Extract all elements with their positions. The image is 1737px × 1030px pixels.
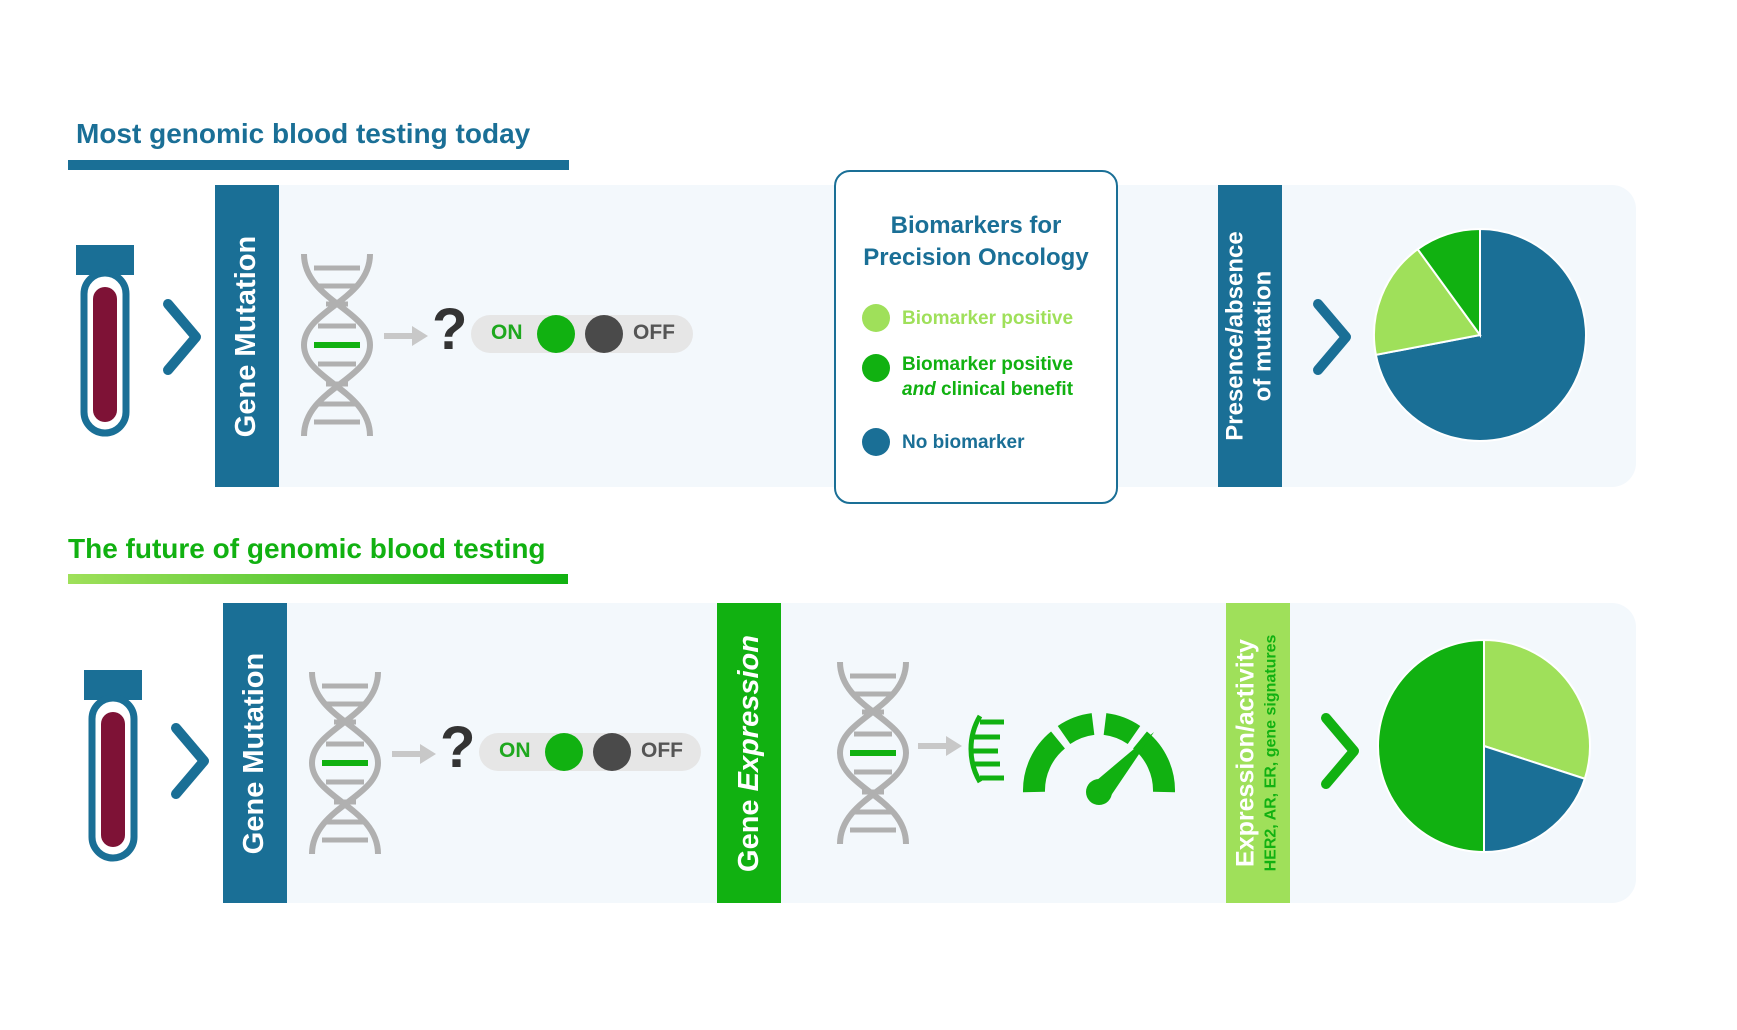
toggle-on-label: ON xyxy=(491,321,523,344)
chevron-right-icon xyxy=(1321,713,1359,789)
chevron-right-icon xyxy=(163,299,201,375)
pie-slice-0 xyxy=(1483,638,1591,781)
blood-tube-icon xyxy=(76,245,134,437)
pie-slice-1 xyxy=(1416,227,1481,339)
bottom-result-label: Expression/activity HER2, AR, ER, gene s… xyxy=(1226,603,1290,903)
bottom-pie-chart xyxy=(1377,638,1591,854)
bottom-result-line1: Expression/activity xyxy=(1231,639,1260,867)
speedometer-icon xyxy=(1023,713,1175,805)
legend-text-line2: and clinical benefit xyxy=(902,377,1073,402)
top-result-line2: of mutation xyxy=(1250,270,1278,402)
top-heading-underline xyxy=(68,160,569,170)
bottom-result-line2: HER2, AR, ER, gene signatures xyxy=(1262,634,1280,872)
top-result-text: Presence/absence of mutation xyxy=(1222,231,1278,440)
dna-icon xyxy=(308,671,382,855)
legend-dot-blue xyxy=(862,428,890,456)
pie-slice-1 xyxy=(1377,638,1485,854)
toggle-on-label: ON xyxy=(499,739,531,762)
arrow-right-icon xyxy=(392,744,436,764)
toggle-on-dot xyxy=(537,315,575,353)
top-gene-mutation-label: Gene Mutation xyxy=(215,185,279,487)
toggle-off-label: OFF xyxy=(633,321,675,344)
top-result-line1: Presence/absence xyxy=(1222,231,1250,441)
legend-text-italic: and xyxy=(902,379,936,400)
chevron-right-icon xyxy=(1313,299,1351,375)
top-gene-mutation-text: Gene Mutation xyxy=(230,235,263,437)
rna-icon xyxy=(968,714,1004,784)
legend-text: No biomarker xyxy=(902,432,1025,453)
legend-dot-light-green xyxy=(862,304,890,332)
arrow-right-icon xyxy=(918,736,962,756)
blood-tube-icon xyxy=(84,670,142,862)
legend-text-line1: Biomarker positive xyxy=(902,354,1074,375)
top-on-off-toggle: ON OFF xyxy=(471,315,693,353)
legend-dot-green xyxy=(862,354,890,382)
gene-expression-plain: Gene xyxy=(732,790,765,872)
gene-expression-label: Gene Expression xyxy=(717,603,781,903)
toggle-off-label: OFF xyxy=(641,739,683,762)
gene-expression-italic: Expression xyxy=(732,634,765,791)
bottom-gene-mutation-label: Gene Mutation xyxy=(223,603,287,903)
bottom-on-off-toggle: ON OFF xyxy=(479,733,701,771)
top-pie-chart xyxy=(1373,227,1587,442)
bottom-question-mark: ? xyxy=(440,715,476,780)
legend-title-line2: Precision Oncology xyxy=(863,244,1089,271)
legend-title-line1: Biomarkers for xyxy=(890,212,1062,239)
toggle-on-dot xyxy=(545,733,583,771)
pie-slice-2 xyxy=(1483,744,1587,854)
pie-slice-0 xyxy=(1373,247,1482,357)
toggle-off-dot xyxy=(593,733,631,771)
bottom-gene-mutation-text: Gene Mutation xyxy=(238,652,271,854)
bottom-heading-underline xyxy=(68,574,568,584)
legend-title: Biomarkers for Precision Oncology xyxy=(836,210,1116,274)
legend-text-rest: clinical benefit xyxy=(935,379,1074,400)
top-result-label: Presence/absence of mutation xyxy=(1218,185,1282,487)
legend-text: Biomarker positive and clinical benefit xyxy=(902,352,1073,402)
chevron-right-icon xyxy=(171,723,209,799)
dna-icon xyxy=(836,661,910,845)
bottom-section-heading: The future of genomic blood testing xyxy=(68,533,546,564)
bottom-result-text: Expression/activity HER2, AR, ER, gene s… xyxy=(1231,634,1284,872)
toggle-off-dot xyxy=(585,315,623,353)
gene-expression-text: Gene Expression xyxy=(733,635,766,872)
biomarker-legend: Biomarkers for Precision Oncology Biomar… xyxy=(834,170,1118,504)
arrow-right-icon xyxy=(384,326,428,346)
legend-text: Biomarker positive xyxy=(902,308,1074,329)
top-section-heading: Most genomic blood testing today xyxy=(76,118,531,149)
top-question-mark: ? xyxy=(432,297,468,362)
dna-icon xyxy=(300,253,374,437)
